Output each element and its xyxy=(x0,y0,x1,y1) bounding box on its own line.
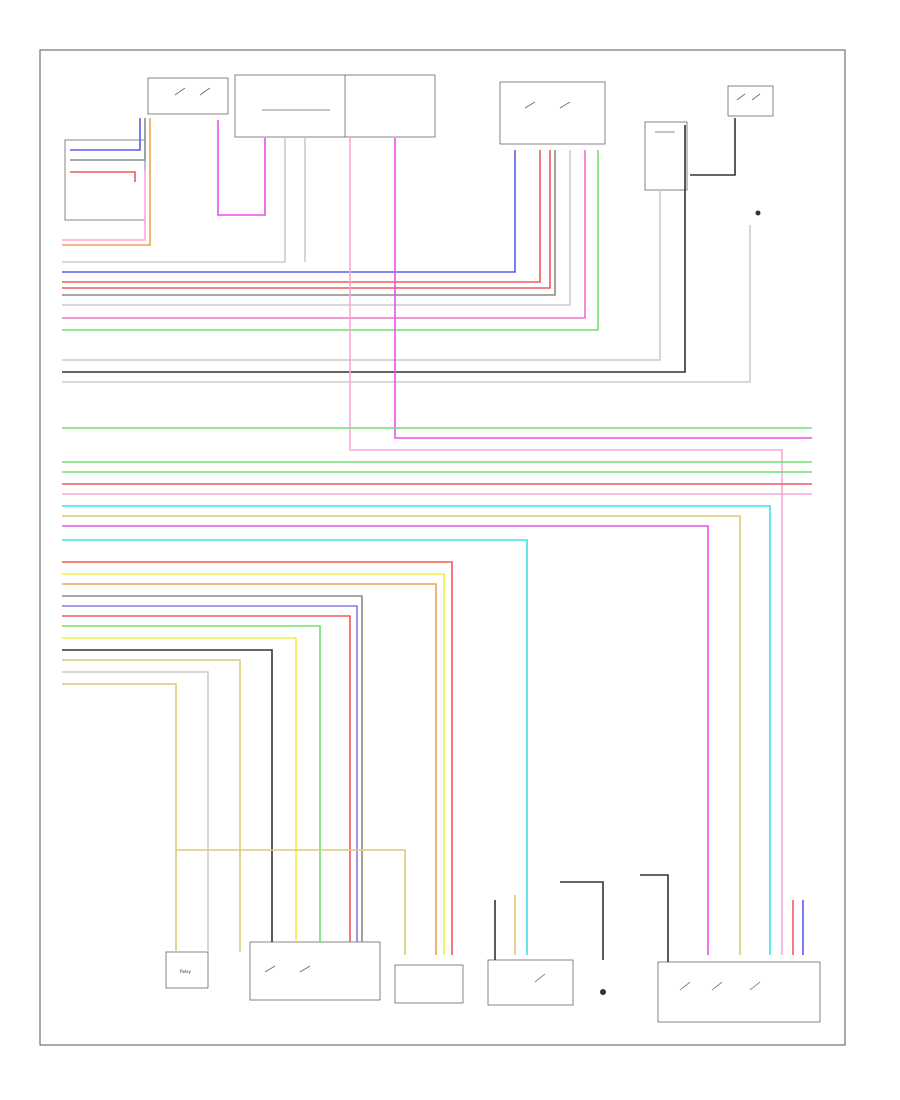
light-control-switch xyxy=(644,121,688,191)
wire-gray-1 xyxy=(70,118,146,161)
buzzer: Relay xyxy=(165,951,209,989)
wire-red-2 xyxy=(62,150,541,283)
wire-white-6 xyxy=(62,671,209,952)
parking-brake-switch xyxy=(249,941,381,1001)
combination-meter xyxy=(234,74,436,138)
wire-gray-3 xyxy=(62,595,363,942)
wire-tan-4 xyxy=(176,849,406,955)
diagram-border xyxy=(39,49,846,1046)
wire-tan-1 xyxy=(62,515,741,955)
transmission-control-switch-bottom xyxy=(657,961,821,1023)
wire-black-1 xyxy=(62,125,686,373)
wire-magenta-3 xyxy=(62,525,709,955)
wire-red-1 xyxy=(70,171,136,182)
wire-black-4 xyxy=(560,881,604,960)
wire-gray-2 xyxy=(62,150,556,296)
wire-violet-1 xyxy=(62,605,358,942)
wire-red-5 xyxy=(62,561,453,955)
wire-magenta-2 xyxy=(394,138,812,439)
brake-light-switch xyxy=(727,85,774,117)
wire-black-2 xyxy=(690,118,736,176)
wire-tan-3 xyxy=(62,683,177,952)
wire-cyan-2 xyxy=(62,539,528,955)
transmission-control-switch-top xyxy=(499,81,606,145)
wire-blue-2 xyxy=(62,150,516,273)
wire-white-1 xyxy=(62,150,571,306)
wire-pink-1 xyxy=(62,150,586,319)
wire-black-3 xyxy=(62,649,273,942)
steering-pad-switch xyxy=(147,77,229,115)
wire-red-3 xyxy=(62,150,551,289)
ground-point xyxy=(755,210,761,216)
wire-light-pink-1 xyxy=(62,170,146,241)
wire-blue-1 xyxy=(70,118,141,151)
wire-light-green-1 xyxy=(62,150,599,331)
wire-cyan-1 xyxy=(62,505,771,955)
wire-yellow-2 xyxy=(62,637,297,942)
spiral-cable xyxy=(64,139,146,221)
wire-harness xyxy=(62,118,812,962)
wire-orange-2 xyxy=(62,583,437,955)
wire-white-3 xyxy=(62,190,661,361)
wire-yellow-1 xyxy=(62,573,445,955)
wire-orange-1 xyxy=(62,118,151,246)
wire-light-green-5 xyxy=(62,625,321,942)
wire-red-6 xyxy=(62,615,351,942)
joint-connector xyxy=(600,989,606,995)
buzzer-label: Relay xyxy=(180,969,192,974)
paddle-shift-switch xyxy=(487,959,574,1006)
wire-light-pink-2 xyxy=(349,138,783,955)
wire-black-5 xyxy=(640,874,669,962)
wire-white-4 xyxy=(62,138,286,263)
wire-magenta-1 xyxy=(217,120,266,216)
shift-lock-solenoid xyxy=(394,964,464,1004)
wire-white-2 xyxy=(62,225,751,383)
wire-tan-2 xyxy=(62,659,241,850)
